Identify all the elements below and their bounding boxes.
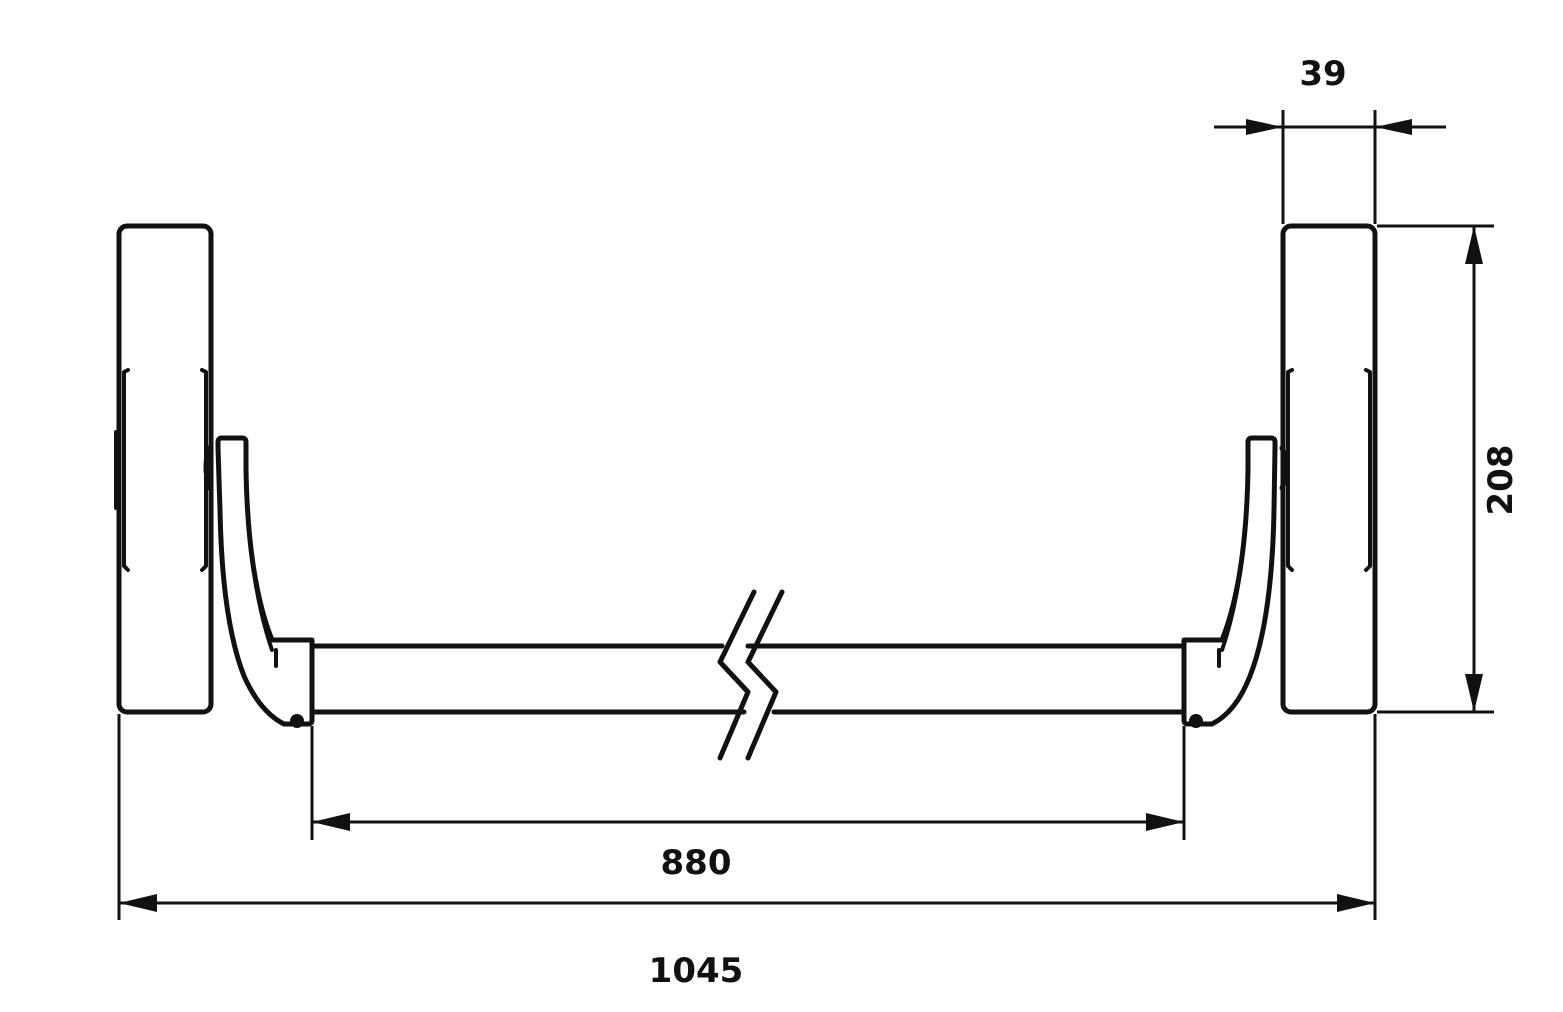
overall-width-label: 1045 — [649, 951, 744, 991]
dimension-height: 208 — [1377, 224, 1521, 714]
dimension-bar-length: 880 — [310, 726, 1186, 883]
right-lever-arm — [1181, 435, 1290, 728]
left-end-housing — [114, 223, 214, 715]
right-end-housing — [1280, 223, 1378, 715]
push-bar — [309, 643, 1187, 715]
depth-label: 39 — [1299, 54, 1346, 94]
left-pivot-pin — [290, 714, 304, 728]
bar-length-label: 880 — [661, 843, 732, 883]
break-line-symbol — [717, 589, 785, 761]
height-label: 208 — [1481, 445, 1521, 516]
right-pivot-pin — [1189, 714, 1203, 728]
dimension-depth: 39 — [1214, 54, 1446, 224]
left-lever-arm — [203, 435, 315, 728]
dimension-overall-width: 1045 — [117, 714, 1377, 991]
